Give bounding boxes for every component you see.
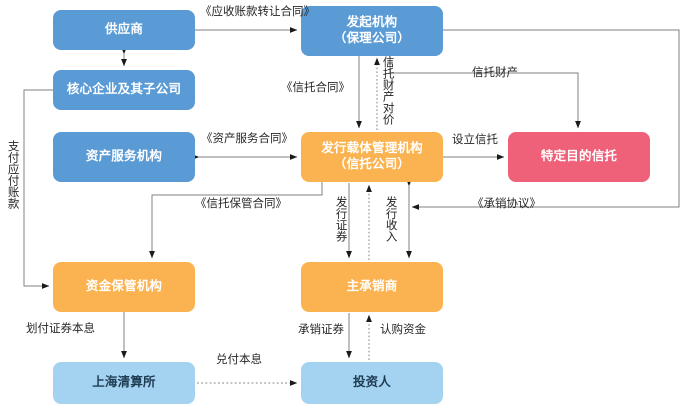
edge-label-pay-payable: 支付应付账款 [6,140,19,209]
node-trustee[interactable]: 发行载体管理机构 （信托公司） [301,132,443,182]
node-trustee-label: 发行载体管理机构 （信托公司） [321,141,423,171]
edge-label-subscription-funds: 认购资金 [380,324,426,336]
edge-label-trust-property-consideration: 信托财产对价 [381,56,394,125]
node-supplier-label: 供应商 [104,22,144,37]
node-core-enterprise[interactable]: 核心企业及其子公司 [53,70,195,110]
edge-label-trust-property: 信托财产 [472,67,518,79]
edge-trustee-to-custodian-custody [149,182,323,259]
edge-label-redeem-principal-interest: 兑付本息 [216,354,262,366]
edge-label-underwrite-security: 承销证券 [298,324,344,336]
edge-label-asset-service-contract: 《资产服务合同》 [201,133,293,145]
node-lead-underwriter-label: 主承销商 [346,279,398,294]
edge-label-pay-security-principal-interest: 划付证券本息 [26,323,95,335]
node-shanghai-clearing-house[interactable]: 上海清算所 [53,362,195,404]
node-originator-label: 发起机构 （保理公司） [333,15,411,45]
node-lead-underwriter[interactable]: 主承销商 [301,262,443,312]
edge-label-trust-custody-contract: 《信托保管合同》 [195,198,287,210]
node-asset-service-org-label: 资产服务机构 [85,149,163,164]
edge-label-issue-security: 发行证券 [334,196,347,242]
node-special-purpose-trust[interactable]: 特定目的信托 [508,132,650,182]
edge-label-receivable-transfer-contract: 《应收账款转让合同》 [200,6,315,18]
node-fund-custodian[interactable]: 资金保管机构 [53,262,195,312]
node-investor-label: 投资人 [352,375,392,390]
node-fund-custodian-label: 资金保管机构 [85,279,163,294]
edge-core-to-custodian-payable [23,89,53,289]
node-shanghai-clearing-house-label: 上海清算所 [92,375,156,390]
node-originator[interactable]: 发起机构 （保理公司） [301,6,443,56]
edge-label-underwriting-agreement: 《承销协议》 [472,198,541,210]
node-asset-service-org[interactable]: 资产服务机构 [53,132,195,182]
edge-label-trust-contract: 《信托合同》 [281,82,350,94]
node-investor[interactable]: 投资人 [301,362,443,404]
node-special-purpose-trust-label: 特定目的信托 [540,149,618,164]
edge-label-issue-income: 发行收入 [384,196,397,242]
edge-label-setup-trust: 设立信托 [452,134,498,146]
node-supplier[interactable]: 供应商 [53,10,195,50]
node-core-enterprise-label: 核心企业及其子公司 [66,82,182,97]
